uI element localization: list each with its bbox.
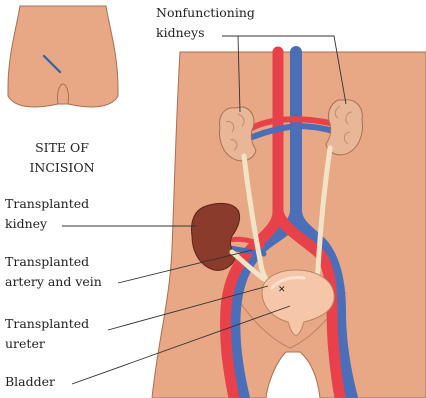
ureter-attachment-mark: ✕ <box>278 285 286 295</box>
incision-label-line2: INCISION <box>29 160 94 175</box>
nonfunctioning-label-line2: kidneys <box>156 25 205 40</box>
ureter-label-line2: ureter <box>5 336 45 351</box>
ureter-label-line1: Transplanted <box>5 316 89 331</box>
incision-label-line1: SITE OF <box>35 140 89 155</box>
bladder-label: Bladder <box>5 374 55 389</box>
incision-torso-figure <box>8 6 118 107</box>
artery-vein-label-line1: Transplanted <box>5 254 89 269</box>
nonfunctioning-label-line1: Nonfunctioning <box>156 5 255 20</box>
transplanted-kidney-label-line2: kidney <box>5 216 48 231</box>
artery-vein-label-line2: artery and vein <box>5 274 102 289</box>
small-torso <box>8 6 118 107</box>
transplanted-kidney-label-line1: Transplanted <box>5 196 89 211</box>
